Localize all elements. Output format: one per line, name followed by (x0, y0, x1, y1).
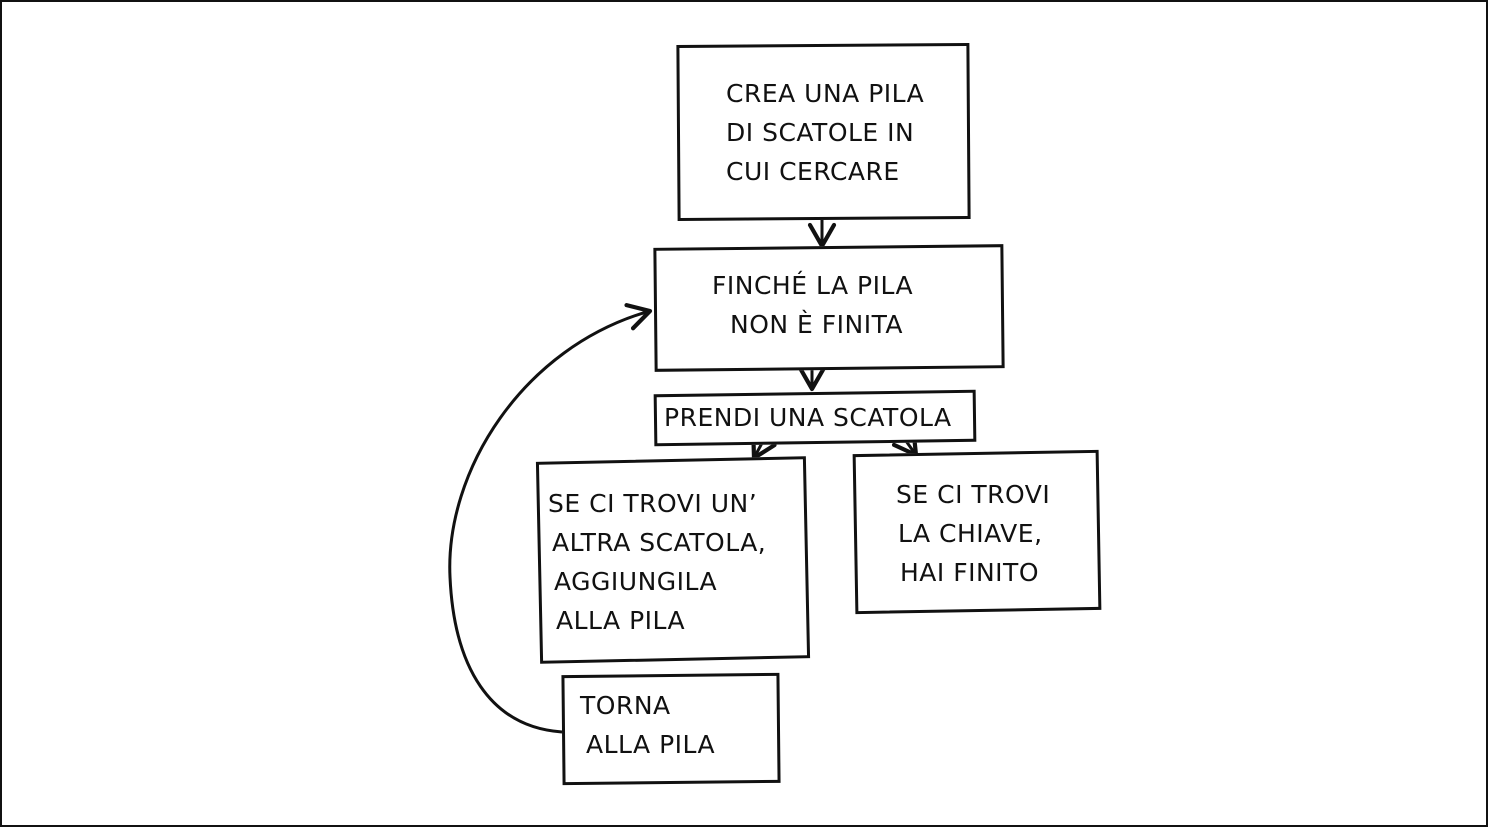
text-line: FINCHÉ LA PILA (712, 271, 914, 300)
text-line: ALLA PILA (556, 606, 686, 635)
text-line: AGGIUNGILA (554, 567, 718, 596)
text-line: NON È FINITA (730, 310, 904, 339)
arrow-take-to-box-found (751, 431, 777, 461)
text-line: DI SCATOLE IN (726, 118, 915, 147)
text-line: HAI FINITO (900, 558, 1039, 587)
text-line: TORNA (580, 691, 671, 720)
node-create-stack-text: CREA UNA PILA DI SCATOLE IN CUI CERCARE (726, 74, 924, 191)
text-line: SE CI TROVI (896, 480, 1051, 509)
text-line: ALLA PILA (586, 730, 716, 759)
text-line: ALTRA SCATOLA, (552, 528, 767, 557)
node-take-box-text: PRENDI UNA SCATOLA (664, 398, 952, 437)
text-line: SE CI TROVI UN’ (548, 489, 758, 518)
node-found-key-text: SE CI TROVI LA CHIAVE, HAI FINITO (896, 475, 1050, 592)
text-line: PRENDI UNA SCATOLA (664, 403, 952, 432)
text-line: CREA UNA PILA (726, 79, 925, 108)
node-return-text: TORNA ALLA PILA (580, 686, 715, 764)
node-while-stack-text: FINCHÉ LA PILA NON È FINITA (712, 266, 913, 344)
loop-arrow-return-to-while (448, 303, 653, 734)
text-line: LA CHIAVE, (898, 519, 1043, 548)
text-line: CUI CERCARE (726, 157, 900, 186)
node-found-box-text: SE CI TROVI UN’ ALTRA SCATOLA, AGGIUNGIL… (548, 484, 766, 640)
